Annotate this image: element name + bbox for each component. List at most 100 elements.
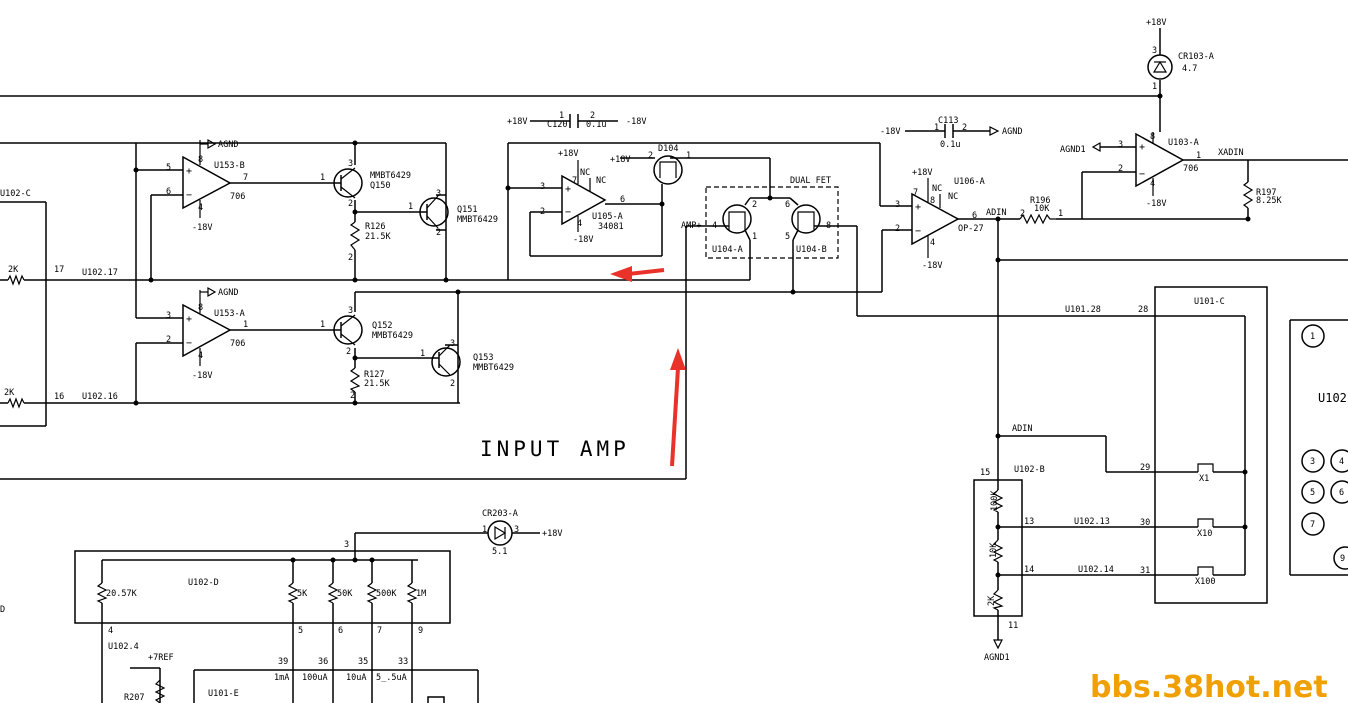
label: 8	[198, 155, 203, 165]
label: 39	[278, 657, 288, 667]
label: AGND	[218, 288, 238, 298]
label: U101-C	[1194, 297, 1225, 307]
svg-text:−: −	[915, 226, 921, 237]
label: 2	[962, 123, 967, 133]
label: U102-B	[1014, 465, 1045, 475]
label: +7REF	[148, 653, 174, 663]
transistor-q152	[330, 314, 363, 346]
label: R127	[364, 370, 384, 380]
labels: AGND 8 U153-B 5 6 7 706 4 -18V AGND 8 U1…	[0, 18, 1347, 703]
label: Q152	[372, 321, 392, 331]
label: 5	[166, 163, 171, 173]
label: 3	[514, 525, 519, 535]
label: 2	[1118, 164, 1123, 174]
label: -18V	[880, 127, 900, 137]
label: 4	[1150, 179, 1155, 189]
label: 2	[540, 207, 545, 217]
label: AGND1	[1060, 145, 1086, 155]
label: 1	[320, 173, 325, 183]
label: 9	[418, 626, 423, 636]
label: C113	[938, 116, 958, 126]
label: AGND	[218, 140, 238, 150]
ground-symbols	[200, 126, 1101, 650]
label: 7	[572, 176, 577, 186]
label: -18V	[922, 261, 942, 271]
label: 20.57K	[106, 589, 138, 599]
label: MMBT6429	[372, 331, 413, 341]
svg-text:+: +	[1139, 142, 1145, 153]
label: 2	[450, 379, 455, 389]
right-u102-pins	[1301, 324, 1348, 570]
label: 2	[590, 111, 595, 121]
label: 2K	[8, 265, 19, 275]
label: 3	[436, 189, 441, 199]
svg-text:−: −	[186, 190, 192, 201]
label: U102-C	[0, 189, 31, 199]
svg-text:+: +	[565, 184, 571, 195]
label: AGND	[1002, 127, 1022, 137]
label: -18V	[626, 117, 646, 127]
transistor-q151	[410, 195, 449, 229]
label: XADIN	[1218, 148, 1244, 158]
transistor-q153	[420, 344, 461, 377]
label: MMBT6429	[457, 215, 498, 225]
label: R207	[124, 693, 144, 703]
label: 7	[377, 626, 382, 636]
label: 5	[785, 232, 790, 242]
label: +18V	[507, 117, 527, 127]
label: 2	[895, 224, 900, 234]
label: 5	[1310, 488, 1315, 498]
transistor-q150	[330, 167, 363, 199]
label: AGND1	[984, 653, 1010, 663]
label: 8.25K	[1256, 196, 1282, 206]
junctions	[133, 93, 1251, 578]
opamp-u103a	[1135, 132, 1185, 196]
label: U104-B	[796, 245, 827, 255]
label: 4	[930, 238, 935, 248]
label: +18V	[1146, 18, 1166, 28]
label: U105-A	[592, 212, 623, 222]
label: 3	[1152, 46, 1157, 56]
label: ADIN	[986, 208, 1006, 218]
label: 1	[1310, 332, 1315, 342]
label: U102-D	[188, 578, 219, 588]
label: 4	[108, 626, 113, 636]
label: 1M	[416, 589, 426, 599]
label: 1	[934, 123, 939, 133]
label: +18V	[558, 149, 578, 159]
label: 706	[230, 192, 245, 202]
label: 4	[198, 351, 203, 361]
label: X1	[1199, 474, 1209, 484]
label: 1	[686, 151, 691, 161]
label: 1mA	[274, 673, 289, 683]
label: 6	[972, 211, 977, 221]
label: 5K	[297, 589, 308, 599]
svg-text:+: +	[186, 314, 192, 325]
label: 2	[348, 199, 353, 209]
label: 3	[348, 306, 353, 316]
label: 3	[540, 182, 545, 192]
zener-cr203	[487, 520, 513, 546]
label: U153-B	[214, 161, 245, 171]
label: 706	[1183, 164, 1198, 174]
label: 0.1u	[940, 140, 960, 150]
opamp-signs: +− +− +− +− +−	[186, 142, 1145, 349]
label: 1	[1058, 209, 1063, 219]
label: -18V	[192, 223, 212, 233]
switches	[1197, 463, 1214, 575]
label: 3	[344, 540, 349, 550]
label: 29	[1140, 463, 1150, 473]
watermark: bbs.38hot.net	[1090, 670, 1328, 703]
label: 8	[826, 221, 831, 231]
label: U106-A	[954, 177, 985, 187]
label: 500K	[376, 589, 397, 599]
label: U103-A	[1168, 138, 1199, 148]
svg-text:+: +	[915, 202, 921, 213]
label: 34081	[598, 222, 624, 232]
label: U153-A	[214, 309, 245, 319]
label: ADIN	[1012, 424, 1032, 434]
label: NC	[580, 168, 590, 178]
label: 16	[54, 392, 64, 402]
label: 31	[1140, 566, 1150, 576]
